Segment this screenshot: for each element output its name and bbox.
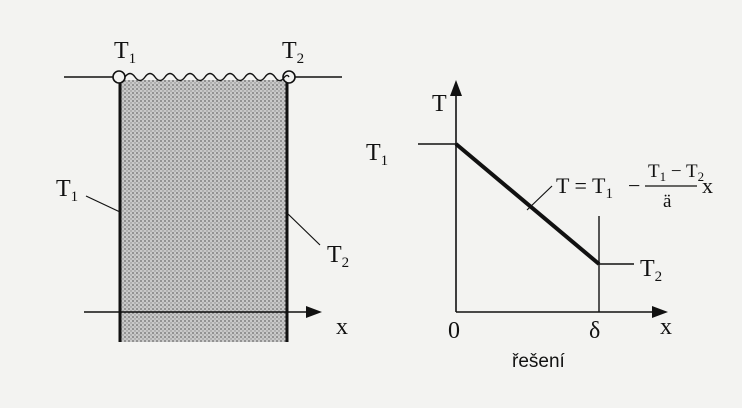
- side-label-2-leader: [286, 212, 321, 246]
- right-graph: T x T1 T2 0 δ řešení T = T1 − T1 − T2 ä …: [366, 80, 713, 372]
- resistor-node-1: [112, 70, 126, 84]
- t2-end-label: T2: [640, 256, 662, 285]
- side-label-1: T1: [56, 176, 78, 205]
- resistor-spring: [124, 72, 290, 82]
- t1-tick-label: T1: [366, 140, 388, 169]
- graph-caption: řešení: [512, 351, 566, 372]
- formula-numerator: T1 − T2: [648, 161, 704, 184]
- node-label-1: T1: [114, 38, 136, 67]
- origin-label: 0: [448, 318, 460, 344]
- x-axis-arrow: [652, 306, 668, 318]
- y-axis-arrow: [450, 80, 462, 96]
- formula-variable: x: [702, 173, 713, 198]
- temperature-profile-line: [454, 142, 601, 266]
- formula: T = T1 − T1 − T2 ä x: [556, 161, 713, 212]
- node-label-2: T2: [282, 38, 304, 67]
- formula-denominator: ä: [663, 191, 672, 212]
- formula-leader: [526, 185, 553, 211]
- side-label-1-leader: [85, 195, 121, 213]
- formula-minus: −: [628, 173, 640, 198]
- formula-lhs: T = T1: [556, 173, 613, 202]
- y-axis-label: T: [432, 91, 447, 117]
- side-label-2: T2: [327, 242, 349, 271]
- left-x-label: x: [336, 314, 348, 340]
- x-axis-label: x: [660, 314, 672, 340]
- wall-slab: [120, 80, 287, 342]
- delta-label: δ: [589, 318, 600, 344]
- left-x-axis-arrow: [306, 306, 322, 318]
- left-diagram: x T1 T2 T1 T2: [56, 38, 349, 342]
